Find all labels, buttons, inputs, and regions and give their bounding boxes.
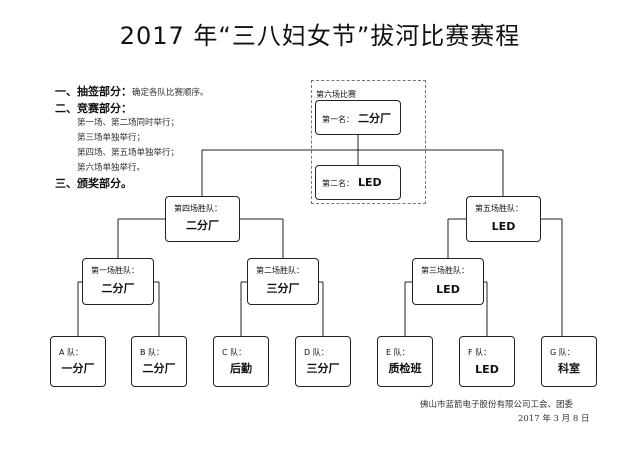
match4-winner-box: 第四场胜队： 二分厂	[165, 196, 240, 242]
match5-winner-box: 第五场胜队： LED	[466, 196, 541, 242]
rules-notes: 一、抽签部分：确定各队比赛顺序。 二、竞赛部分： 第一场、第二场同时举行； 第三…	[55, 84, 209, 191]
match3-winner-value: LED	[436, 283, 460, 296]
award-heading: 三、颁奖部分。	[55, 177, 132, 190]
final-match-area: 第六场比赛	[311, 80, 426, 204]
draw-heading: 一、抽签部分：	[55, 85, 132, 98]
match-line: 第三场单独举行；	[77, 133, 146, 143]
team-label: F 队：	[468, 348, 492, 357]
first-place-label: 第一名：	[322, 115, 354, 124]
match5-winner-value: LED	[491, 220, 516, 233]
team-name: 三分厂	[306, 362, 340, 375]
team-label: A 队：	[59, 348, 84, 357]
match1-winner-box: 第一场胜队： 二分厂	[82, 258, 154, 305]
team-name: 二分厂	[142, 362, 176, 375]
match1-winner-label: 第一场胜队：	[91, 266, 139, 275]
match4-winner-label: 第四场胜队：	[174, 204, 222, 213]
footer-date: 2017 年 3 月 8 日	[518, 414, 590, 424]
team-label: D 队：	[304, 348, 329, 357]
draw-section: 一、抽签部分：确定各队比赛顺序。	[55, 84, 209, 101]
team-box-b: B 队： 二分厂	[131, 336, 187, 387]
first-place-value: 二分厂	[358, 112, 391, 125]
page-title: 2017 年“三八妇女节”拔河比赛赛程	[119, 22, 521, 50]
team-label: B 队：	[140, 348, 165, 357]
draw-hint: 确定各队比赛顺序。	[132, 88, 209, 98]
final-label: 第六场比赛	[316, 90, 356, 99]
match-heading: 二、竞赛部分：	[55, 102, 132, 115]
team-box-e: E 队： 质检班	[377, 336, 433, 387]
match-line: 第六场单独举行。	[77, 163, 146, 173]
match2-winner-value: 三分厂	[266, 282, 300, 295]
team-label: E 队：	[386, 348, 410, 357]
match3-winner-box: 第三场胜队： LED	[412, 258, 484, 305]
team-box-f: F 队： LED	[459, 336, 515, 387]
team-name: 后勤	[230, 362, 252, 375]
team-name: 科室	[558, 362, 580, 375]
team-name: 一分厂	[61, 362, 95, 375]
team-box-a: A 队： 一分厂	[50, 336, 106, 387]
team-box-d: D 队： 三分厂	[295, 336, 351, 387]
second-place-line: 第二名： LED	[322, 176, 382, 189]
match2-winner-label: 第二场胜队：	[256, 266, 304, 275]
match3-winner-label: 第三场胜队：	[421, 266, 469, 275]
first-place-line: 第一名： 二分厂	[322, 110, 391, 126]
match-line: 第一场、第二场同时举行；	[77, 118, 180, 128]
second-place-box: 第二名： LED	[315, 165, 401, 200]
footer-organizer: 佛山市蓝箭电子股份有限公司工会、团委	[420, 400, 574, 410]
match5-winner-label: 第五场胜队：	[475, 204, 523, 213]
team-label: G 队：	[550, 348, 575, 357]
match2-winner-box: 第二场胜队： 三分厂	[247, 258, 319, 305]
match1-winner-value: 二分厂	[101, 282, 135, 295]
team-name: LED	[475, 363, 499, 376]
second-place-label: 第二名：	[322, 179, 354, 188]
first-place-box: 第一名： 二分厂	[315, 100, 401, 135]
team-box-g: G 队： 科室	[541, 336, 597, 387]
team-label: C 队：	[222, 348, 247, 357]
match-line: 第四场、第五场单独举行；	[77, 148, 180, 158]
team-box-c: C 队： 后勤	[213, 336, 269, 387]
second-place-value: LED	[358, 176, 382, 189]
match4-winner-value: 二分厂	[186, 219, 219, 232]
team-name: 质检班	[388, 362, 422, 375]
